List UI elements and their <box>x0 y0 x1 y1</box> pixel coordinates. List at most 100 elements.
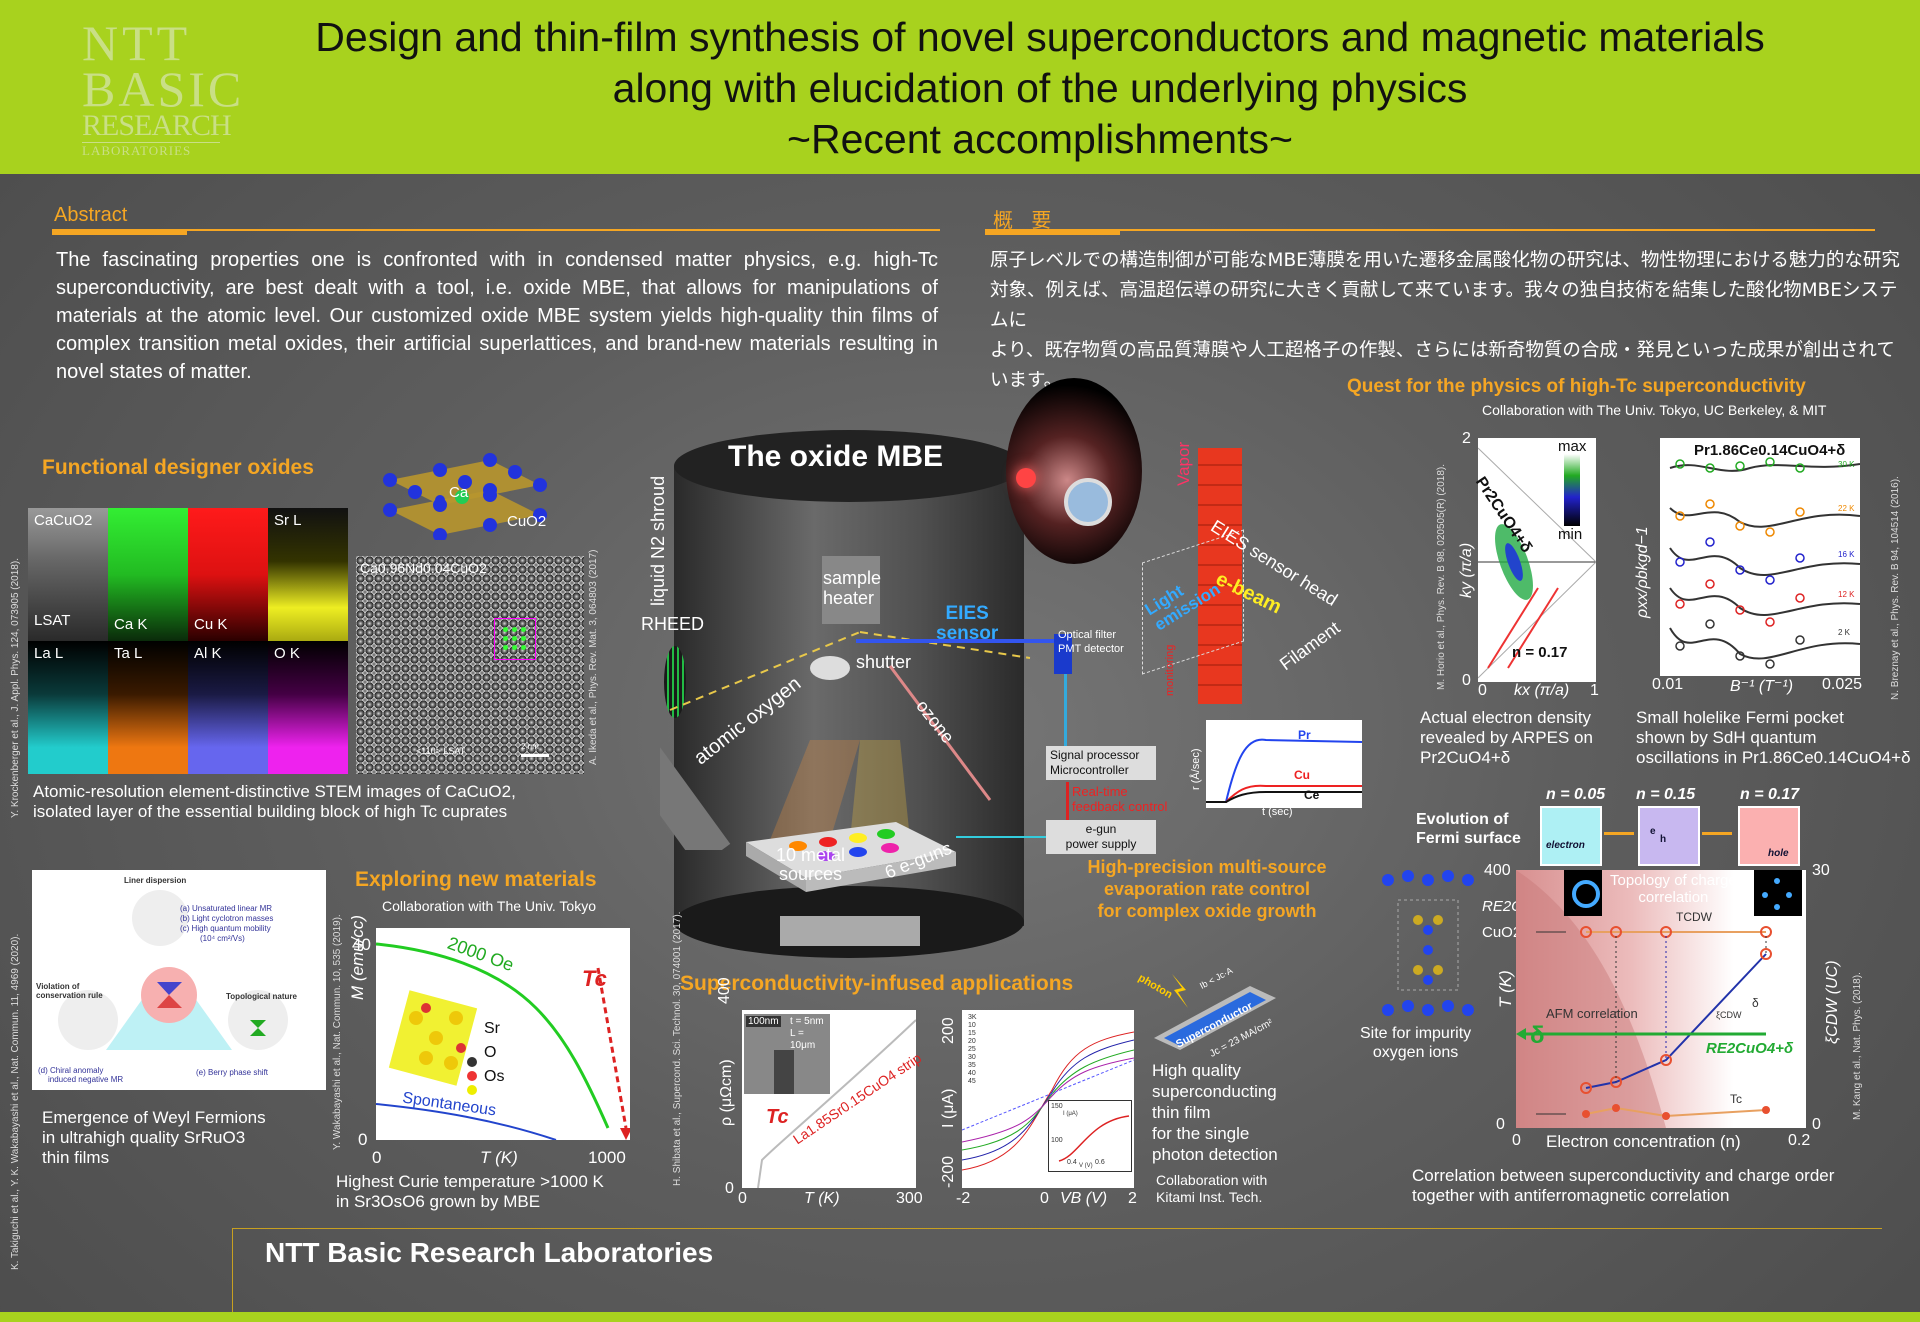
mbe-title: The oxide MBE <box>728 440 944 473</box>
weyl-label: (e) Berry phase shift <box>196 1068 269 1077</box>
sources-label: 10 metal sources <box>776 846 845 884</box>
eies-label-line: sensor <box>936 623 999 644</box>
egunps-label-line: power supply <box>1065 837 1137 851</box>
sem-param: t = 5nm <box>790 1016 824 1027</box>
stem-image-grid: CaCuO2 LSAT Ca K Cu K Sr L La L Ta L Al … <box>28 508 348 774</box>
weyl-label: Liner dispersion <box>124 876 187 885</box>
poster-title: Design and thin-film synthesis of novel … <box>230 12 1850 165</box>
stem-label: Al K <box>194 645 222 662</box>
signal-line <box>1064 674 1067 748</box>
sdh-temp: 2 K <box>1838 628 1851 637</box>
tick: 400 <box>716 977 733 1004</box>
gaiyo-line: 対象、例えば、高温超伝導の研究に大きく貢献して来ています。我々の独自技術を結集し… <box>990 280 1898 331</box>
stem-label: CaCuO2 <box>34 512 93 529</box>
tick: 0 <box>1040 1190 1049 1207</box>
caption-line: evaporation rate control <box>1103 879 1311 899</box>
eies-label: EIES sensor <box>936 604 998 644</box>
fermi-arrow <box>1702 832 1732 835</box>
ref-horio: M. Horio et al., Phys. Rev. B 98, 020505… <box>1436 463 1447 690</box>
fermi-label: hole <box>1768 848 1789 859</box>
delta-small: δ <box>1752 996 1759 1010</box>
tick: 0 <box>1462 672 1471 689</box>
haadf-scalebar <box>521 754 549 757</box>
feedback-line <box>1066 782 1069 820</box>
tick: 0.2 <box>1788 1132 1811 1149</box>
mbe-chamber-top <box>674 430 1024 502</box>
heater-label-line: sample <box>823 568 882 588</box>
cuo2-label: CuO2 <box>1482 924 1522 941</box>
iv-legend-item: 25 <box>968 1046 976 1053</box>
caption-line: High-precision multi-source <box>1087 857 1327 877</box>
iv-legend-item: 10 <box>968 1022 976 1029</box>
caption-line: Pr2CuO4+δ <box>1420 748 1511 767</box>
iv-plot-svg <box>961 1031 1135 1171</box>
caption-line: superconducting <box>1152 1082 1277 1101</box>
footer-divider-vertical <box>232 1228 233 1312</box>
fermi-n3: n = 0.17 <box>1740 786 1800 803</box>
explore-caption: Highest Curie temperature >1000 K in Sr3… <box>336 1172 604 1212</box>
tick: 0.4 <box>1067 1159 1077 1166</box>
iv-legend-item: 30 <box>968 1054 976 1061</box>
fermi-surface-mixed: e h <box>1638 806 1700 866</box>
fermi-surface-hole: hole <box>1738 806 1800 866</box>
gaiyo-text: 原子レベルでの構造制御が可能なMBE薄膜を用いた遷移金属酸化物の研究は、物性物理… <box>990 246 1910 396</box>
heater-label: sample heater <box>823 568 881 608</box>
curie-ylabel: M (emu/cc) <box>348 915 367 1000</box>
caption-line: Site for impurity <box>1360 1025 1472 1042</box>
weyl-caption: Emergence of Weyl Fermions in ultrahigh … <box>42 1108 266 1168</box>
evolution-line: Evolution of <box>1416 811 1509 828</box>
mbe-base <box>780 916 920 946</box>
caption-line: oxygen ions <box>1372 1044 1459 1061</box>
cdw-dot <box>1786 892 1792 898</box>
collab-line: Collaboration with <box>1156 1172 1268 1188</box>
stem-label: La L <box>34 645 64 662</box>
phase-diagram: Topology of charge correlation TCDW AFM … <box>1516 870 1806 1128</box>
mbe-photo-lens <box>1064 478 1112 526</box>
realtime-label-line: feedback control <box>1072 799 1168 814</box>
quest-collab: Collaboration with The Univ. Tokyo, UC B… <box>1482 402 1827 418</box>
tick: 0.025 <box>1822 676 1863 693</box>
tick: 1000 <box>588 1148 626 1167</box>
cdw-ring <box>1572 880 1600 908</box>
footer-lab-name: NTT Basic Research Laboratories <box>265 1237 714 1268</box>
tick: 150 <box>1051 1103 1063 1110</box>
caption-line: isolated layer of the essential building… <box>33 802 508 821</box>
caption-line: oscillations in Pr1.86Ce0.14CuO4+δ <box>1636 748 1911 767</box>
cdw-dot <box>1774 904 1780 910</box>
t-label: T (K) <box>804 1190 840 1207</box>
snspd-graphic <box>1154 974 1276 1050</box>
functional-caption: Atomic-resolution element-distinctive ST… <box>33 782 516 822</box>
abstract-heading: Abstract <box>54 204 128 226</box>
fermi-label: h <box>1660 834 1667 845</box>
filter-label-line: Optical filter <box>1058 629 1117 641</box>
legend-sr: Sr <box>484 1020 500 1037</box>
sdh-xlabel: B⁻¹ (T⁻¹) <box>1730 678 1794 695</box>
cdw-image <box>1754 870 1802 916</box>
topology-line: correlation <box>1638 889 1709 906</box>
ntt-logo: NTT BASIC RESEARCH LABORATORIES <box>82 15 241 157</box>
ref-krockenberger: Y. Krockenberger et al., J. Appl. Phys. … <box>10 558 21 818</box>
ref-breznay: N. Breznay et al., Phys. Rev. B 94, 1045… <box>1890 476 1901 700</box>
stem-label: LSAT <box>34 612 71 629</box>
fermi-label: electron <box>1546 840 1585 851</box>
footer-bar <box>0 1312 1920 1322</box>
logo-line: NTT <box>82 15 192 71</box>
weyl-label: conservation rule <box>36 991 103 1000</box>
gaiyo-heading: 概 要 <box>993 208 1058 232</box>
weyl-label: (d) Chiral anomaly <box>38 1066 104 1075</box>
tc-label: Tc <box>1730 1092 1742 1106</box>
arpes-ky: ky (π/a) <box>1458 542 1475 598</box>
logo-line: LABORATORIES <box>82 141 220 157</box>
header-bar <box>0 0 1920 174</box>
curie-plot-svg <box>375 942 632 1141</box>
caption-line: Actual electron density <box>1420 708 1592 727</box>
footer-divider <box>232 1228 1882 1229</box>
egun-line <box>956 836 1046 838</box>
tick: 0 <box>372 1148 382 1167</box>
fermi-caption: Correlation between superconductivity an… <box>1412 1166 1834 1206</box>
shutter-label: shutter <box>856 652 912 672</box>
caption-line: together with antiferromagnetic correlat… <box>1412 1186 1730 1205</box>
iv-legend-item: 45 <box>968 1078 976 1085</box>
cdw-image <box>1564 870 1602 916</box>
iv-legend-item: 20 <box>968 1038 976 1045</box>
